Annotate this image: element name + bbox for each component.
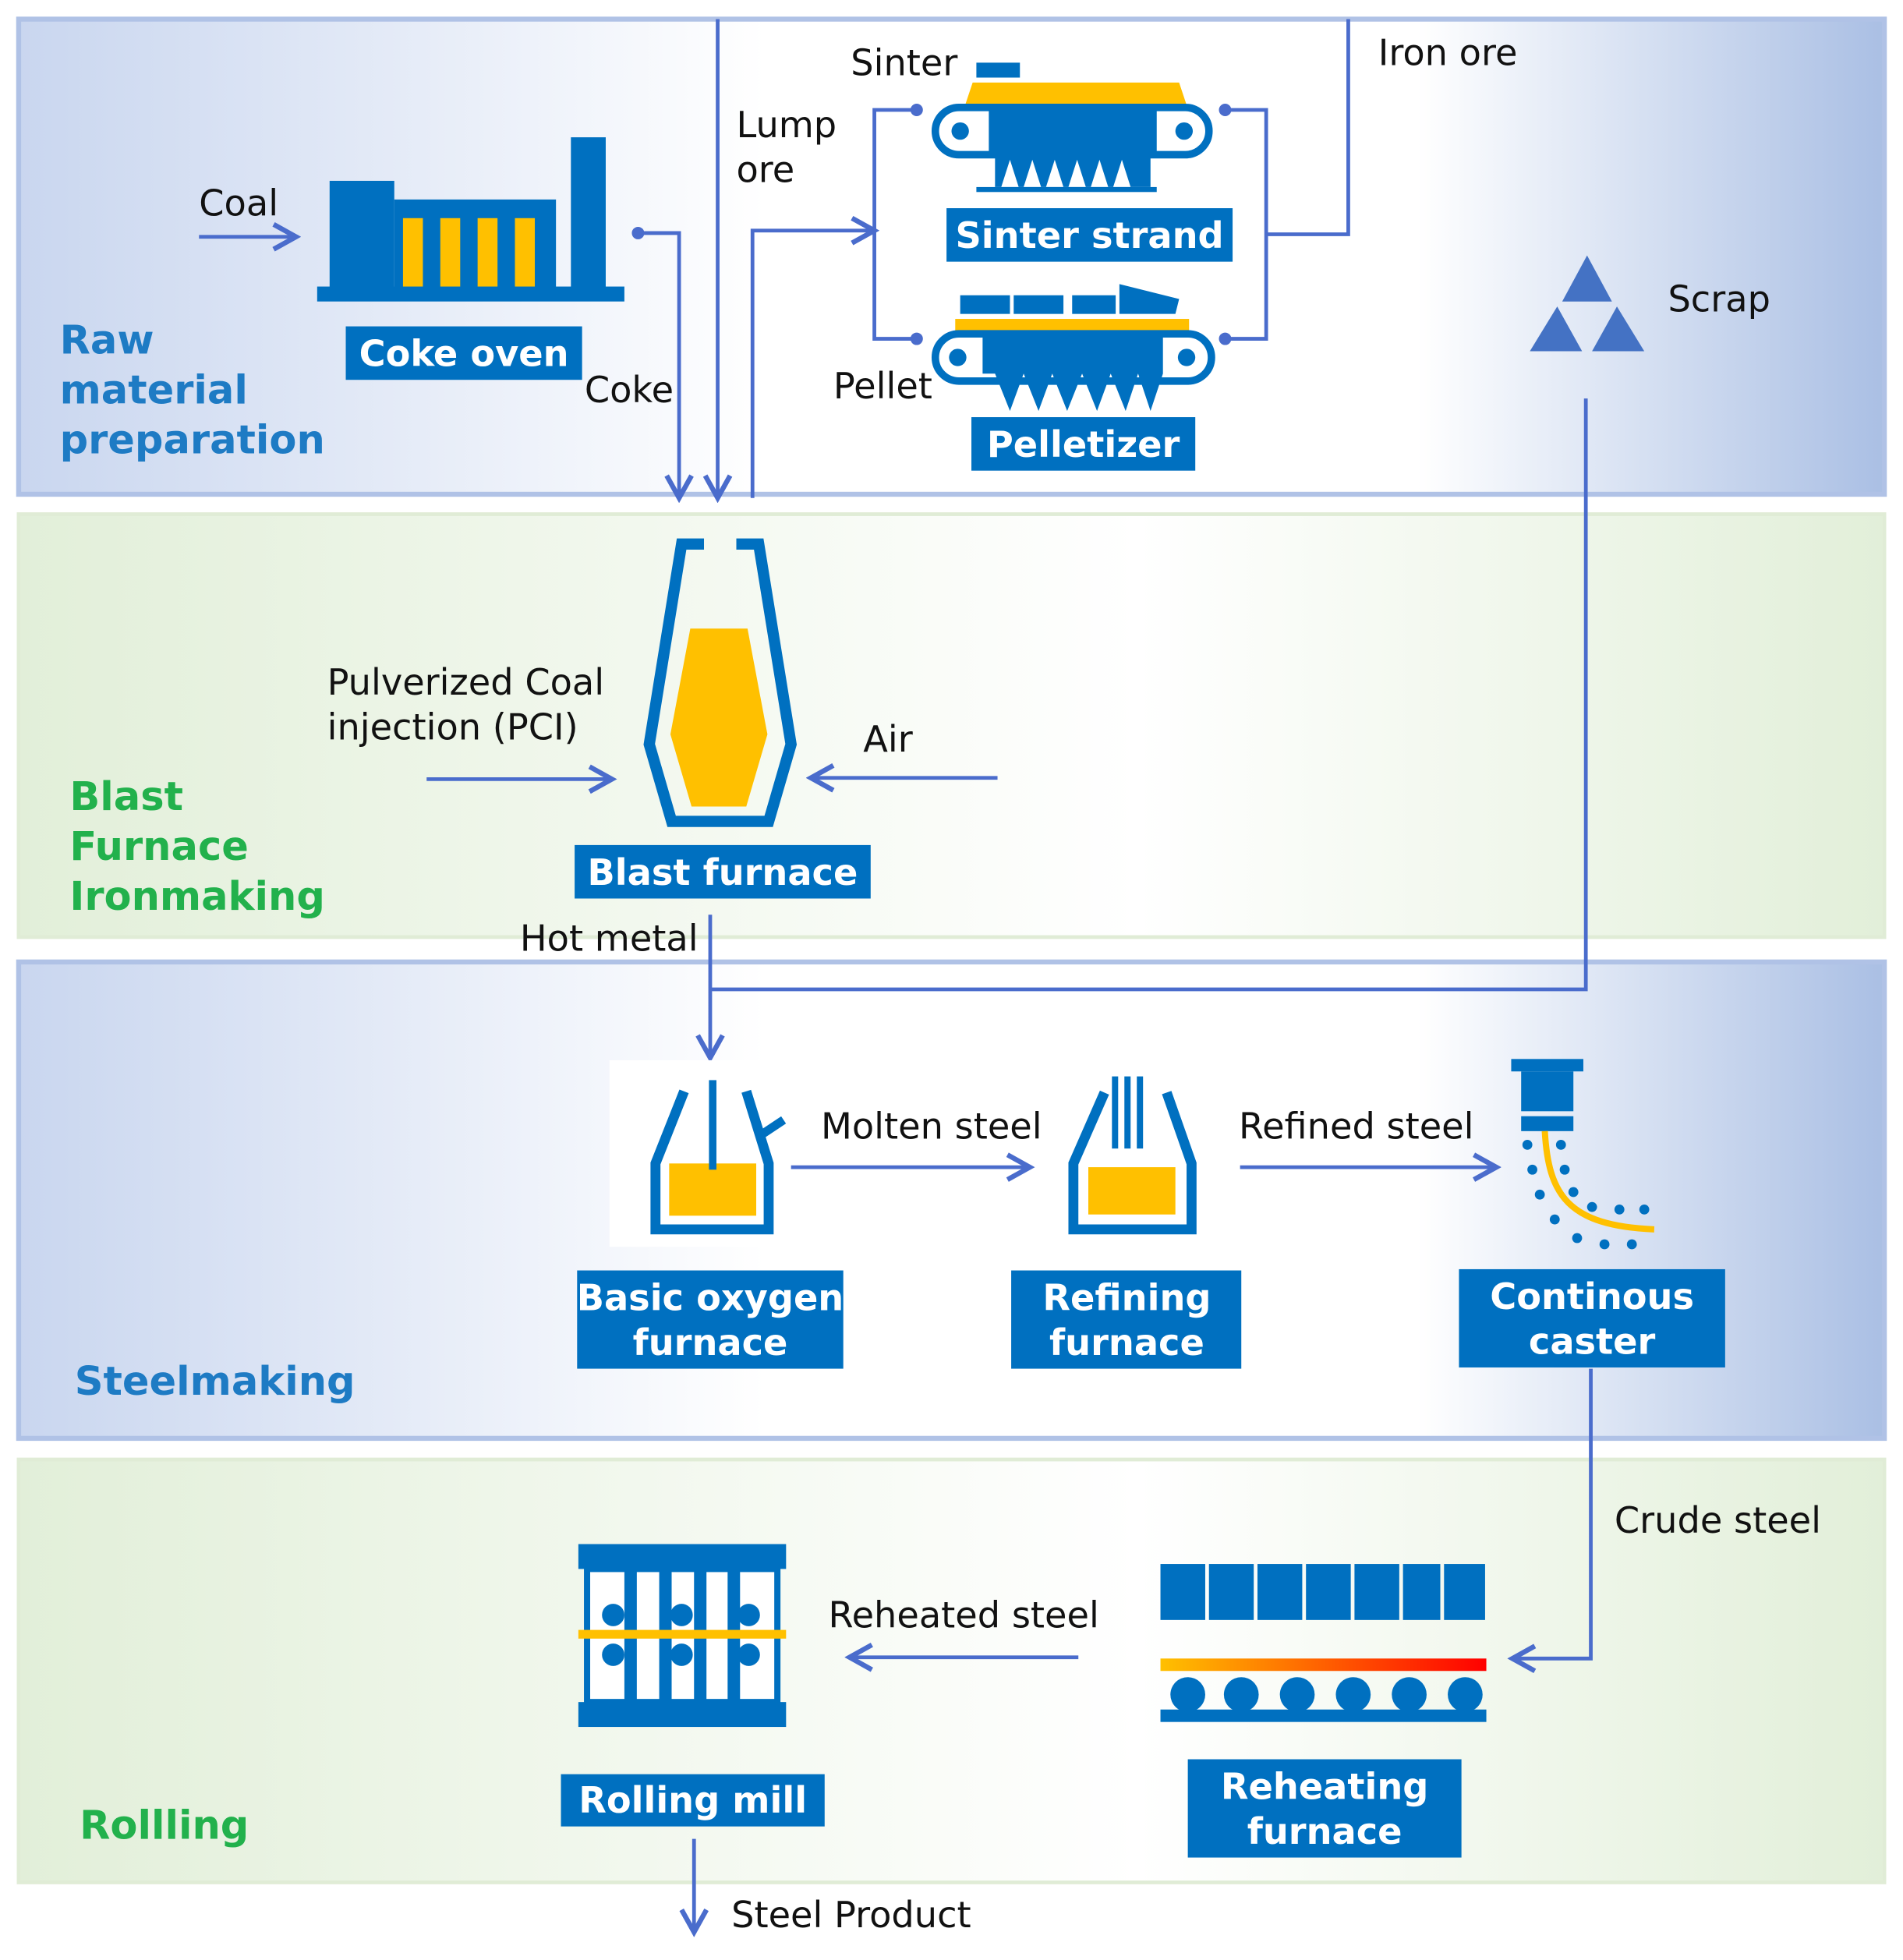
pellet-label: Pellet <box>833 365 932 407</box>
sinter-label: Sinter <box>851 41 958 83</box>
rolling-mill-box <box>561 1774 825 1827</box>
raw-material-flows <box>199 19 1588 992</box>
refining-furnace-box <box>1011 1270 1242 1369</box>
air-label: Air <box>863 718 913 760</box>
basic-oxygen-furnace-icon <box>650 1080 787 1235</box>
stage-label-rolling: Rollling <box>80 1803 249 1849</box>
coal-label: Coal <box>199 182 278 225</box>
pelletizer-label: Pelletizer <box>987 423 1180 465</box>
hot-metal-label: Hot metal <box>520 918 699 960</box>
molten-steel-label: Molten steel <box>821 1105 1042 1147</box>
blast-furnace-box <box>575 844 871 899</box>
crude-steel-arrow <box>1512 1368 1593 1659</box>
coke-label: Coke <box>585 369 674 411</box>
coke-oven-label: Coke oven <box>359 333 569 375</box>
scrap-label: Scrap <box>1668 278 1770 320</box>
band-rolling <box>16 1457 1887 1884</box>
pelletizer-icon <box>931 284 1215 412</box>
steel-product-label: Steel Product <box>731 1894 971 1936</box>
bof-box <box>577 1270 844 1369</box>
refining-furnace-icon <box>1068 1076 1197 1235</box>
rolling-mill-label: Rolling mill <box>578 1779 807 1821</box>
continuous-caster-box <box>1459 1268 1725 1367</box>
sinter-strand-box <box>946 208 1233 262</box>
coke-oven-box <box>345 326 582 380</box>
pelletizer-box <box>971 417 1196 471</box>
blast-furnace-label: Blast furnace <box>588 851 858 893</box>
blast-furnace-icon <box>643 538 798 827</box>
crude-steel-label: Crude steel <box>1615 1499 1821 1541</box>
coke-oven-icon <box>317 137 624 302</box>
sinter-strand-icon <box>931 62 1213 193</box>
reheating-furnace-icon <box>1160 1564 1487 1722</box>
iron-ore-label: Iron ore <box>1378 32 1518 74</box>
scrap-icon <box>1530 255 1645 352</box>
band-blast-furnace <box>16 512 1887 939</box>
refined-steel-label: Refined steel <box>1239 1105 1473 1147</box>
continuous-caster-icon <box>1511 1059 1655 1250</box>
reheated-steel-label: Reheated steel <box>829 1594 1099 1636</box>
reheating-furnace-box <box>1187 1759 1462 1858</box>
sinter-strand-label: Sinter strand <box>956 214 1224 256</box>
stage-label-steelmaking: Steelmaking <box>75 1359 355 1405</box>
rolling-mill-icon <box>578 1544 787 1728</box>
